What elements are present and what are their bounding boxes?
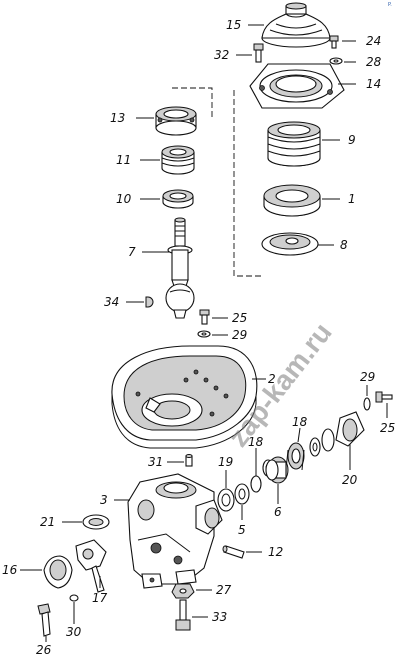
callout-15: 15 — [226, 18, 241, 32]
callout-28: 28 — [366, 55, 382, 69]
part-30-washer — [69, 594, 79, 602]
callout-12: 12 — [268, 545, 283, 559]
callout-6: 6 — [274, 505, 282, 519]
part-8-disc — [261, 232, 319, 256]
part-7-shaft — [165, 217, 195, 319]
callout-5: 5 — [238, 523, 246, 537]
part-28-washer — [329, 57, 343, 65]
part-13-bearing — [155, 106, 197, 136]
callout-32: 32 — [214, 48, 229, 62]
callout-9: 9 — [348, 133, 356, 147]
part-24-screw — [329, 35, 339, 49]
part-10-ring — [162, 189, 194, 209]
callout-24: 24 — [366, 34, 381, 48]
callout-3: 3 — [100, 493, 108, 507]
callout-21: 21 — [40, 515, 55, 529]
callout-labels: 15 32 24 28 14 13 9 11 10 1 7 8 34 25 29… — [2, 18, 395, 657]
corner-mark: P. — [388, 2, 392, 8]
callout-31: 31 — [148, 455, 163, 469]
callout-17: 17 — [92, 591, 108, 605]
part-31-pin — [185, 454, 193, 467]
callout-25-upper: 25 — [232, 311, 247, 325]
callout-10: 10 — [116, 192, 132, 206]
callout-33: 33 — [212, 610, 227, 624]
part-9-bellows — [267, 121, 321, 167]
callout-25-right: 25 — [380, 421, 395, 435]
callout-14: 14 — [366, 77, 381, 91]
callout-27: 27 — [216, 583, 232, 597]
part-2-cover — [111, 345, 258, 449]
part-1-seal — [263, 184, 321, 217]
callout-7: 7 — [128, 245, 136, 259]
part-5-ring — [234, 483, 250, 505]
callout-19: 19 — [218, 455, 233, 469]
callout-20: 20 — [342, 473, 358, 487]
part-26-bolt — [37, 603, 51, 637]
part-14-flange — [249, 63, 345, 109]
callout-13: 13 — [110, 111, 125, 125]
part-29-washer-upper — [197, 330, 211, 338]
part-11-spring — [161, 145, 195, 175]
callout-29-upper: 29 — [232, 328, 247, 342]
part-34-key — [145, 296, 154, 308]
part-18-seal-upper — [285, 442, 305, 471]
leader-lines — [20, 24, 388, 642]
callout-11: 11 — [116, 153, 131, 167]
assembly-line-right — [233, 90, 262, 277]
callout-1: 1 — [348, 192, 356, 206]
part-21-washer — [82, 514, 110, 530]
part-17-lever — [75, 539, 107, 593]
part-19-seal — [217, 488, 235, 512]
callout-18-upper: 18 — [292, 415, 308, 429]
callout-30: 30 — [66, 625, 82, 639]
part-25-bolt-upper — [199, 309, 210, 325]
part-15-boot — [261, 2, 331, 48]
part-27-nut — [171, 583, 195, 599]
part-18-washer-small — [250, 475, 262, 493]
callout-26: 26 — [36, 643, 52, 657]
part-6-bushing — [265, 456, 289, 484]
callout-16: 16 — [2, 563, 18, 577]
part-12-pin — [222, 545, 245, 559]
callout-29-right: 29 — [360, 370, 375, 384]
part-25-bolt-right — [375, 391, 393, 403]
part-20-cover — [309, 411, 365, 457]
callout-34: 34 — [104, 295, 119, 309]
callout-18-mid: 18 — [248, 435, 264, 449]
callout-2: 2 — [268, 372, 276, 386]
part-3-housing — [127, 473, 223, 589]
part-32-bolt — [253, 43, 264, 63]
part-16-cap — [43, 555, 73, 589]
callout-8: 8 — [340, 238, 348, 252]
part-33-bolt — [175, 599, 191, 631]
part-29-washer-right — [363, 397, 371, 411]
assembly-line-left — [172, 87, 213, 120]
